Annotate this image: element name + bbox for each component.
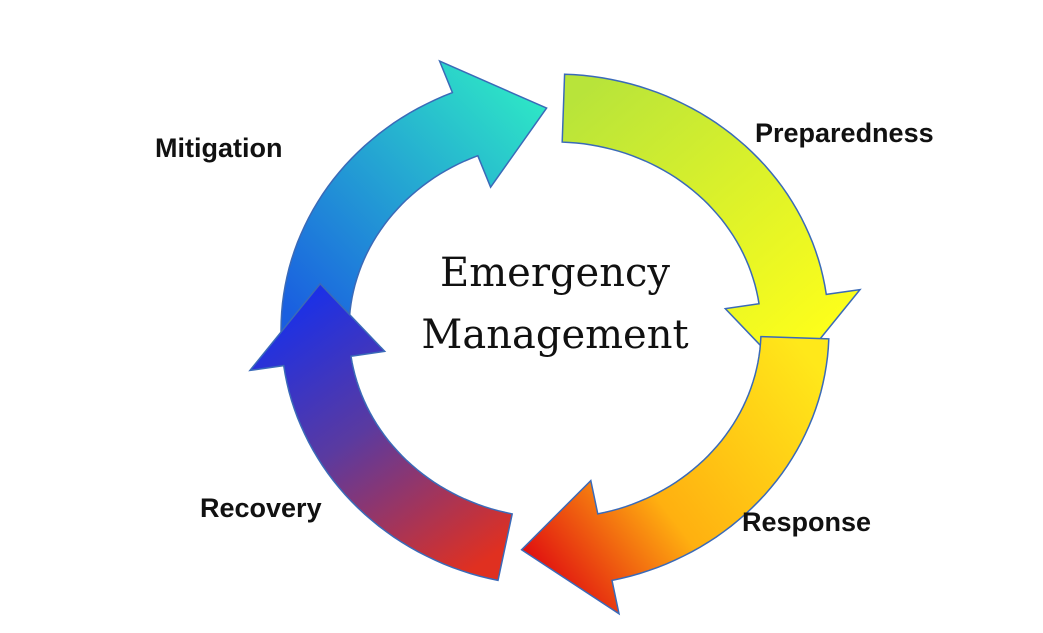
response-arrow (520, 335, 830, 616)
center-title-line2: Management (421, 312, 689, 358)
label-recovery: Recovery (200, 493, 322, 523)
label-preparedness: Preparedness (755, 118, 934, 148)
mitigation-arrow (280, 59, 548, 340)
label-response: Response (742, 507, 872, 537)
preparedness-arrow (561, 73, 862, 378)
center-title-line1: Emergency (440, 250, 670, 296)
recovery-arrow (248, 282, 514, 582)
label-mitigation: Mitigation (155, 133, 283, 163)
